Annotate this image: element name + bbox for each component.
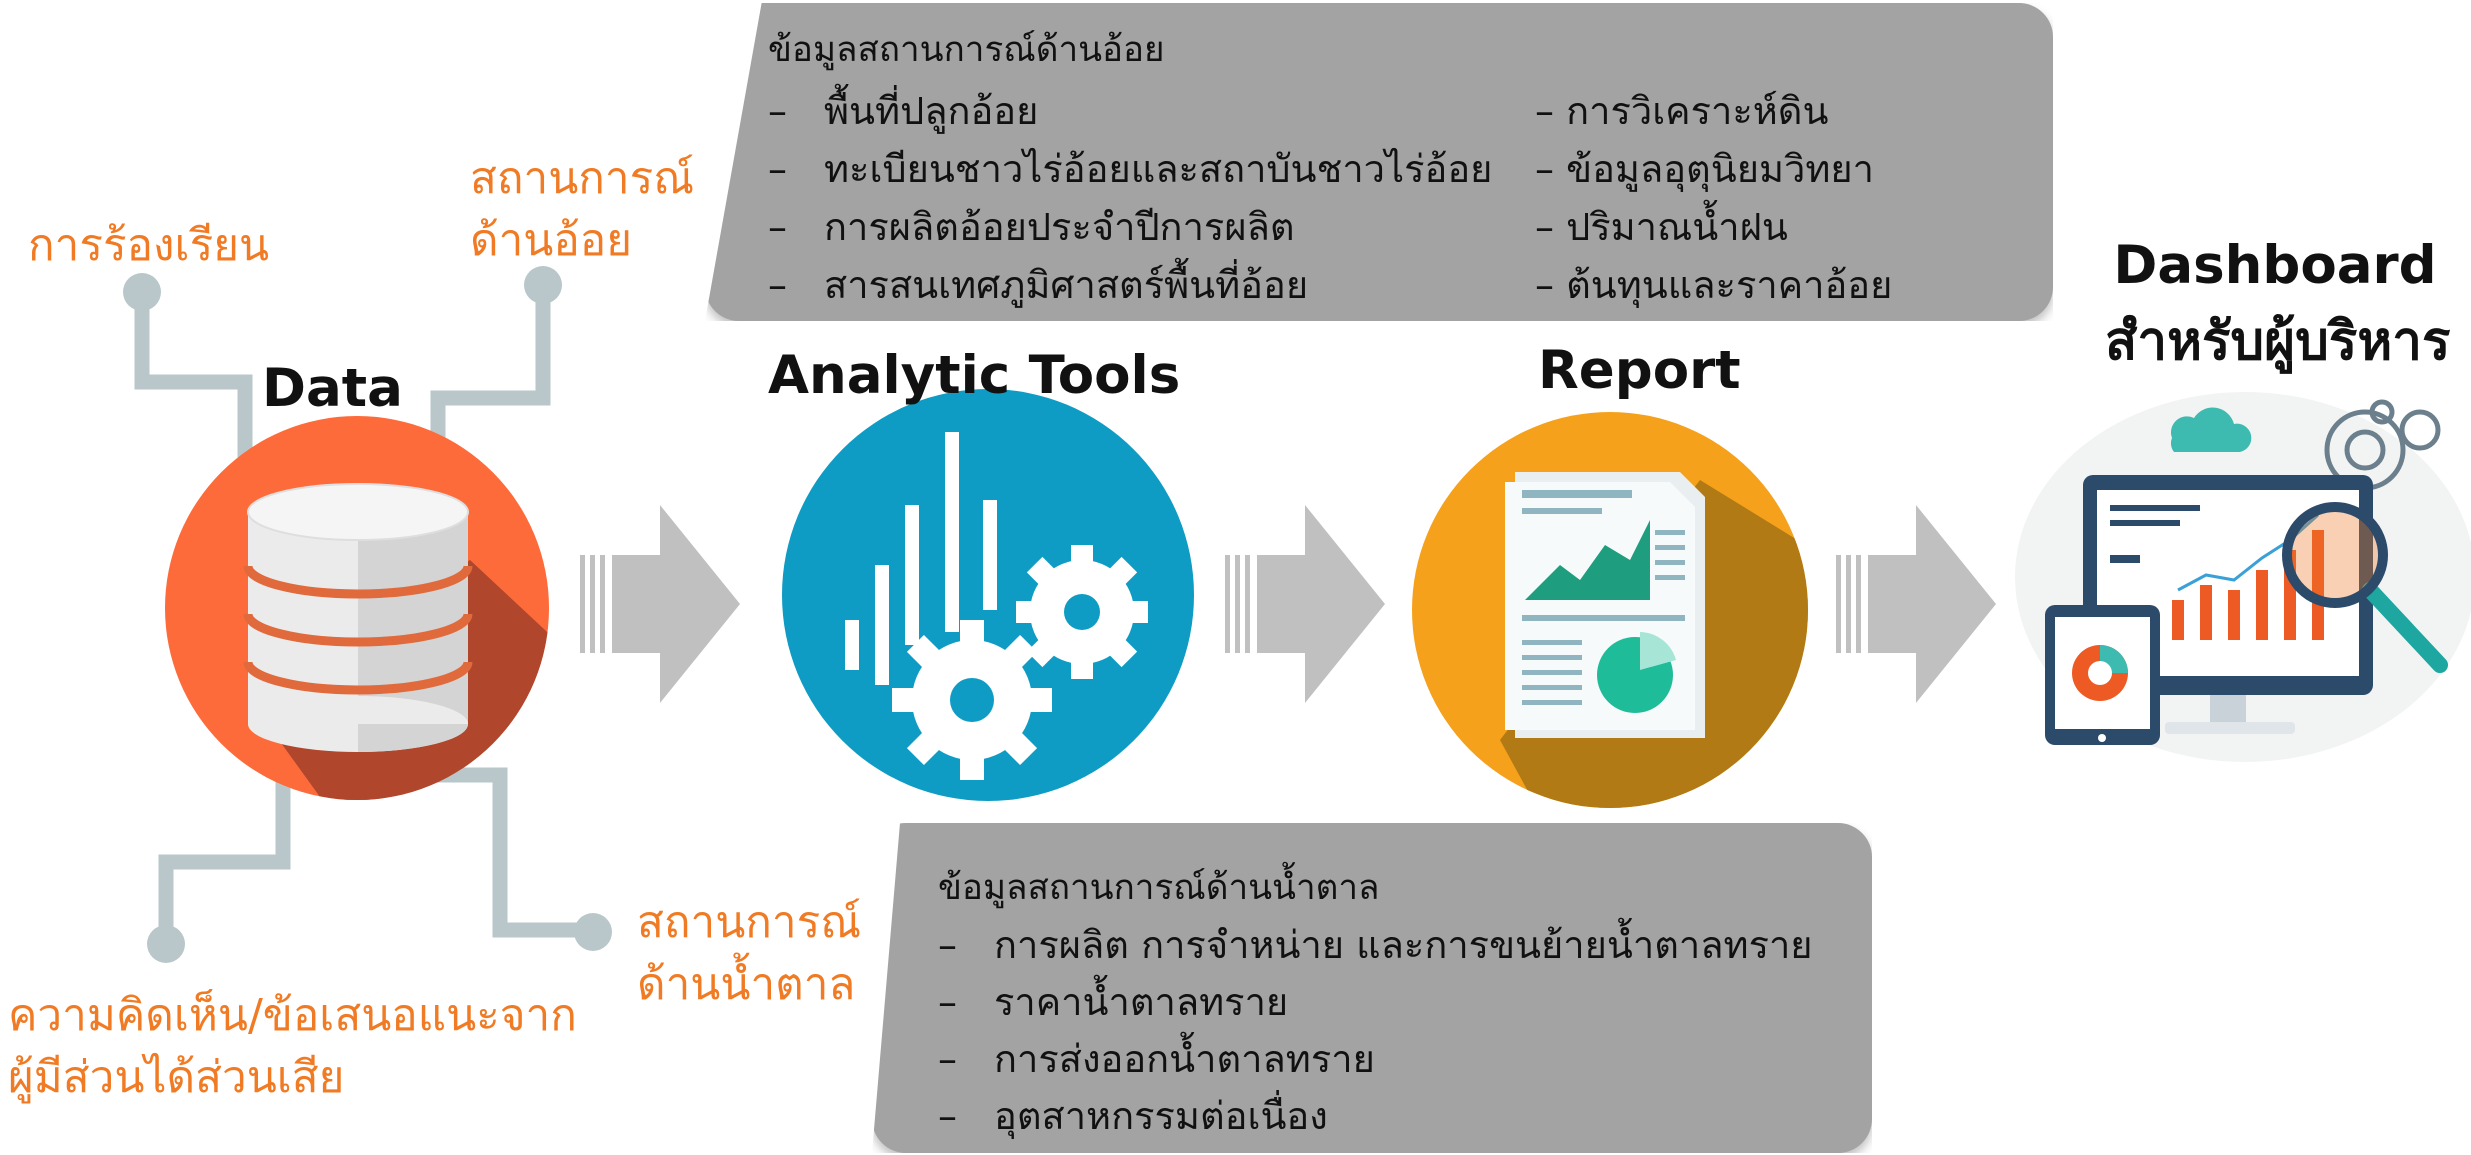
database-icon bbox=[165, 416, 549, 800]
cloud-icon bbox=[2170, 407, 2252, 452]
connector-stakeholder bbox=[158, 760, 291, 940]
complaints-label: การร้องเรียน bbox=[28, 220, 270, 271]
cane-situation-label: สถานการณ์ ด้านอ้อย bbox=[470, 153, 695, 266]
connector-sugar bbox=[415, 767, 588, 938]
sugar-panel-list: –การผลิต การจำหน่าย และการขนย้ายน้ำตาลทร… bbox=[938, 914, 1813, 1142]
magnifier-icon bbox=[2362, 582, 2448, 673]
list-item: –สารสนเทศภูมิศาสตร์พื้นที่อ้อย bbox=[768, 263, 1309, 307]
dashboard-monitor-icon bbox=[2015, 392, 2471, 762]
list-item: – ข้อมูลอุตุนิยมวิทยา bbox=[1535, 147, 1875, 191]
arrow-report-to-dashboard bbox=[1836, 505, 1996, 703]
sugar-situation-panel bbox=[872, 823, 1872, 1153]
list-item: – ต้นทุนและราคาอ้อย bbox=[1535, 263, 1893, 307]
cane-situation-panel bbox=[705, 3, 2053, 321]
list-item: –อุตสาหกรรมต่อเนื่อง bbox=[938, 1094, 1328, 1138]
stage-title-analytic-tools: Analytic Tools bbox=[768, 345, 1181, 406]
list-item: –ราคาน้ำตาลทราย bbox=[938, 980, 1289, 1024]
arrow-analytic-to-report bbox=[1225, 505, 1385, 703]
report-document-icon bbox=[1412, 412, 1808, 808]
list-item: –การผลิตอ้อยประจำปีการผลิต bbox=[768, 205, 1295, 249]
gears-chart-icon bbox=[782, 389, 1194, 801]
stakeholder-feedback-label: ความคิดเห็น/ข้อเสนอแนะจาก ผู้มีส่วนได้ส่… bbox=[8, 990, 577, 1103]
cane-panel-title: ข้อมูลสถานการณ์ด้านอ้อย bbox=[768, 30, 1165, 70]
connector-complaints bbox=[134, 292, 253, 472]
list-item: –ทะเบียนชาวไร่อ้อยและสถาบันชาวไร่อ้อย bbox=[768, 147, 1493, 191]
list-item: –การผลิต การจำหน่าย และการขนย้ายน้ำตาลทร… bbox=[938, 923, 1813, 967]
connector-node bbox=[123, 273, 161, 311]
list-item: – การวิเคราะห์ดิน bbox=[1535, 89, 1829, 133]
list-item: – ปริมาณน้ำฝน bbox=[1535, 205, 1788, 249]
list-item: –การส่งออกน้ำตาลทราย bbox=[938, 1037, 1375, 1081]
stage-title-dashboard: Dashboard สำหรับผู้บริหาร bbox=[2105, 235, 2451, 372]
arrow-data-to-analytic bbox=[580, 505, 740, 703]
cane-panel-left-list: –พื้นที่ปลูกอ้อย –ทะเบียนชาวไร่อ้อยและสถ… bbox=[768, 80, 1492, 312]
connector-node bbox=[147, 925, 185, 963]
cane-panel-right-list: – การวิเคราะห์ดิน – ข้อมูลอุตุนิยมวิทยา … bbox=[1535, 80, 1892, 312]
stage-title-data: Data bbox=[262, 358, 403, 419]
list-item: –พื้นที่ปลูกอ้อย bbox=[768, 89, 1039, 133]
stage-title-report: Report bbox=[1538, 340, 1741, 401]
connector-node bbox=[574, 913, 612, 951]
connector-node bbox=[524, 266, 562, 304]
sugar-situation-label: สถานการณ์ ด้านน้ำตาล bbox=[637, 897, 862, 1010]
sugar-panel-title: ข้อมูลสถานการณ์ด้านน้ำตาล bbox=[938, 868, 1380, 908]
